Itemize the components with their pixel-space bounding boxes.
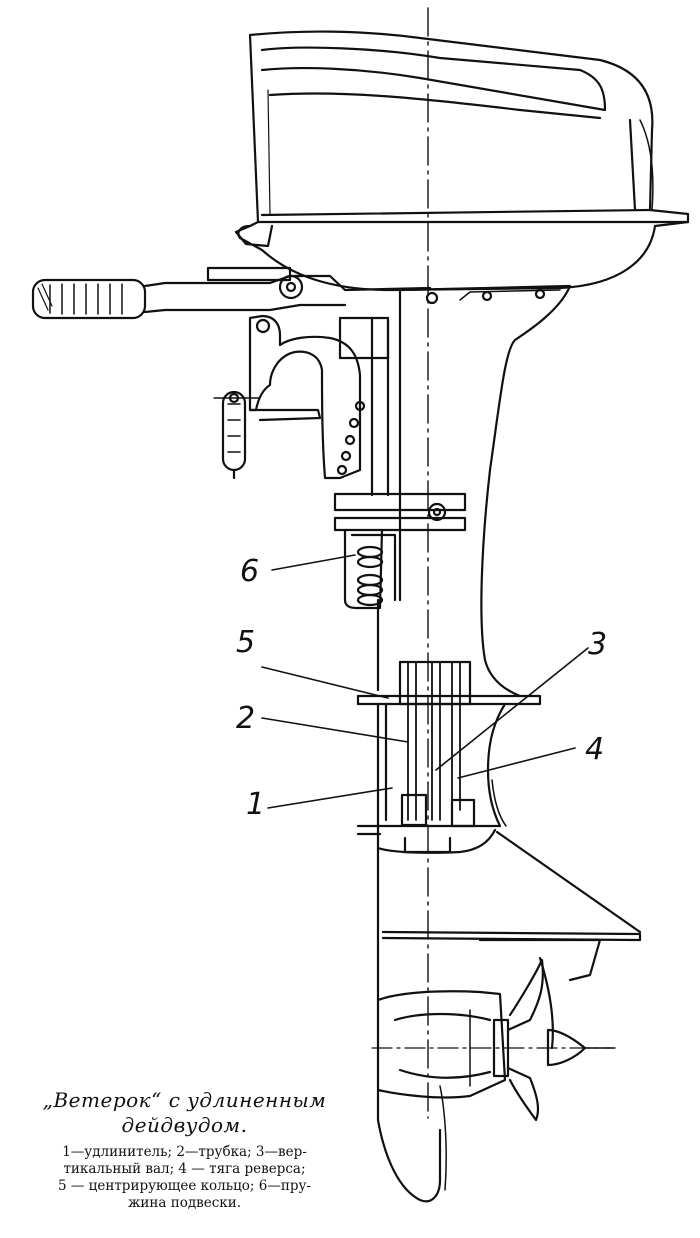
leader-5 (261, 666, 389, 699)
figure-caption: „Ветерок“ с удлиненным дейдвудом. 1—удли… (12, 1088, 357, 1212)
leader-3 (435, 647, 589, 771)
caption-legend-line-2: тикальный вал; 4 — тяга реверса; (63, 1160, 306, 1177)
leader-6 (271, 554, 356, 571)
callout-6: 6 (240, 554, 260, 589)
engine-cover (234, 30, 690, 292)
clamp-bracket (248, 314, 390, 497)
extension-adapter (356, 660, 542, 854)
callout-4: 4 (585, 732, 605, 767)
drive-shaft-housing (376, 284, 572, 698)
callout-3: 3 (588, 627, 608, 662)
leader-4 (457, 747, 576, 779)
callout-5: 5 (236, 625, 256, 660)
propeller (492, 956, 616, 1122)
callout-leaders (261, 554, 589, 809)
caption-title-line-2: дейдвудом. (121, 1113, 248, 1137)
leader-1 (267, 787, 393, 809)
suspension-spring (356, 545, 384, 607)
lower-unit (376, 830, 642, 1203)
caption-legend-line-1: 1—удлинитель; 2—трубка; 3—вер- (62, 1144, 307, 1160)
tiller-handle (31, 266, 432, 320)
caption-legend: 1—удлинитель; 2—трубка; 3—вер- тикальный… (12, 1144, 357, 1212)
leader-2 (261, 717, 409, 743)
callout-2: 2 (236, 701, 256, 736)
callout-1: 1 (246, 787, 266, 822)
caption-title-line-1: „Ветерок“ с удлиненным (42, 1088, 327, 1112)
caption-legend-line-4: жина подвески. (127, 1194, 242, 1211)
clamp-screw (213, 390, 261, 480)
caption-legend-line-3: 5 — центрирующее кольцо; 6—пру- (58, 1177, 311, 1194)
